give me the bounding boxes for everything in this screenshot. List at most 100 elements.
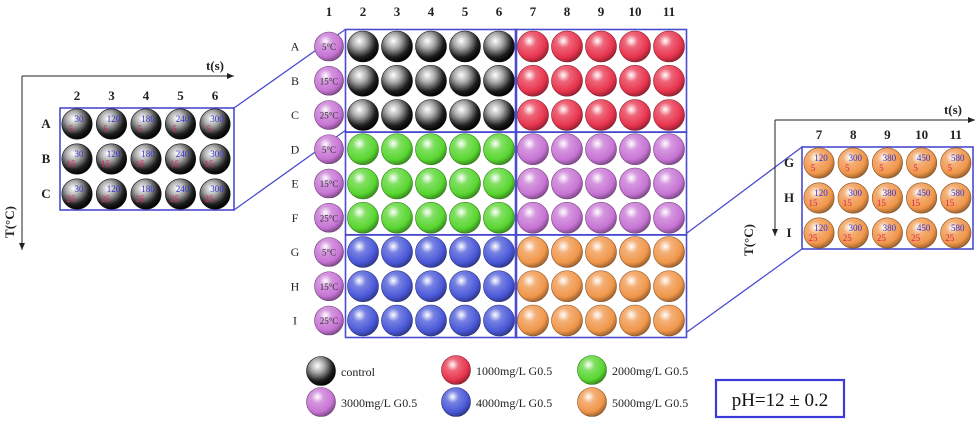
inset-row-letter: C (41, 186, 50, 201)
legend-swatch (441, 387, 471, 417)
inset-time-label: 240 (176, 184, 190, 194)
inset-time-label: 450 (917, 153, 931, 163)
well (585, 99, 617, 131)
inset-temp-label: 15 (136, 159, 146, 169)
inset-well (871, 147, 903, 179)
well (585, 236, 617, 268)
inset-temp-label: 5 (845, 163, 850, 173)
well (517, 270, 549, 303)
temperature-axis-arrow (772, 229, 778, 236)
column-number: 8 (564, 4, 571, 19)
well (483, 236, 515, 268)
time-axis-arrow (227, 73, 234, 79)
well (619, 30, 651, 63)
temperature-label: 25°C (320, 213, 339, 223)
block-frame (514, 234, 688, 339)
inset-row-letter: I (786, 225, 791, 240)
zoom-connector-line (686, 248, 803, 333)
inset-column-number: 3 (108, 88, 115, 103)
inset-time-label: 450 (917, 223, 931, 233)
inset-row-letter: G (784, 155, 794, 170)
temperature-well (314, 237, 344, 267)
well (449, 201, 481, 234)
temperature-label: 25°C (320, 111, 339, 121)
inset-well (803, 182, 835, 214)
temperature-well (314, 65, 344, 96)
inset-time-label: 300 (210, 149, 224, 159)
well (551, 30, 583, 63)
inset-time-label: 300 (848, 188, 862, 198)
inset-time-label: 380 (883, 223, 897, 233)
ph-box (714, 378, 846, 419)
well (347, 30, 379, 63)
inset-well (906, 147, 938, 179)
well (585, 304, 617, 337)
well (619, 304, 651, 337)
time-axis-arrow (968, 117, 975, 123)
inset-time-label: 580 (951, 153, 965, 163)
well (551, 64, 583, 97)
column-number: 5 (462, 4, 469, 19)
inset-time-label: 30 (75, 149, 85, 159)
inset-well (871, 182, 903, 214)
inset-well (803, 147, 835, 179)
well (449, 133, 481, 166)
inset-well (96, 108, 128, 140)
inset-well (871, 217, 903, 249)
well (483, 201, 515, 234)
well (517, 304, 549, 337)
well (653, 30, 685, 63)
inset-time-label: 120 (107, 114, 121, 124)
well (551, 99, 583, 131)
well (483, 99, 515, 131)
legend-label: 2000mg/L G0.5 (612, 364, 688, 378)
legend-label: control (341, 365, 376, 379)
column-number: 4 (428, 4, 435, 19)
inset-column-number: 2 (74, 88, 81, 103)
inset-well (837, 147, 869, 179)
temperature-well (314, 271, 344, 302)
inset-well (130, 143, 162, 175)
well (381, 133, 413, 166)
inset-well (165, 108, 197, 140)
inset-time-label: 120 (107, 149, 121, 159)
well (483, 304, 515, 337)
temperature-label: 15°C (320, 179, 339, 189)
well (381, 304, 413, 337)
row-letter: E (291, 177, 298, 191)
well (517, 167, 549, 200)
temperature-well (314, 202, 344, 233)
inset-well (130, 178, 162, 210)
legend-swatch (577, 355, 607, 385)
inset-time-label: 30 (75, 184, 85, 194)
well (381, 201, 413, 234)
inset-time-label: 300 (848, 153, 862, 163)
inset-time-label: 300 (210, 114, 224, 124)
well (619, 201, 651, 234)
inset-well (96, 178, 128, 210)
well (653, 270, 685, 303)
inset-temp-label: 5 (948, 163, 953, 173)
well (619, 270, 651, 303)
temperature-well (314, 100, 344, 130)
inset-column-number: 9 (884, 127, 891, 142)
inset-time-label: 300 (848, 223, 862, 233)
inset-well (837, 217, 869, 249)
inset-temp-label: 15 (101, 159, 111, 169)
inset-time-label: 300 (210, 184, 224, 194)
well (653, 64, 685, 97)
inset-time-label: 120 (107, 184, 121, 194)
well (347, 133, 379, 166)
inset-well (61, 108, 93, 140)
column-number: 1 (326, 4, 333, 19)
well (517, 30, 549, 63)
inset-temp-label: 25 (170, 194, 180, 204)
inset-temp-label: 15 (205, 159, 215, 169)
inset-row-letter: A (41, 116, 51, 131)
temperature-label: 5°C (322, 248, 336, 258)
well (585, 167, 617, 200)
well (347, 167, 379, 200)
